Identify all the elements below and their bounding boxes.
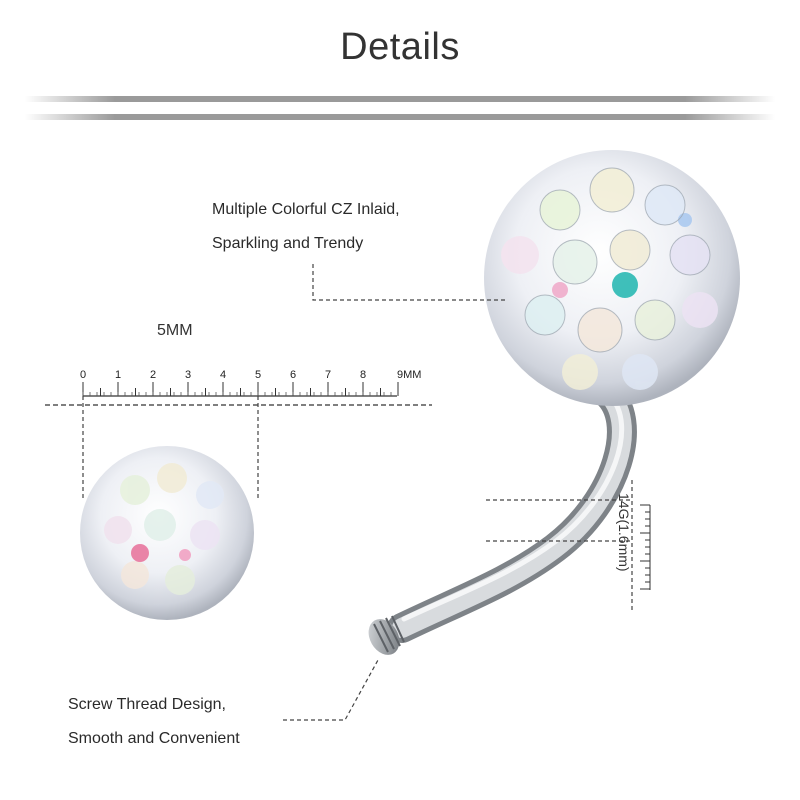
ruler-number: 0 xyxy=(80,369,86,381)
barbell-bar xyxy=(387,377,637,643)
ruler-number: 8 xyxy=(360,369,366,381)
top-divider-bar xyxy=(25,96,775,102)
large-crystal-ball xyxy=(484,150,740,406)
page-title: Details xyxy=(340,26,460,68)
ruler-number: 4 xyxy=(220,369,226,381)
ruler-ticks xyxy=(82,382,399,396)
ruler-number: 3 xyxy=(185,369,191,381)
bottom-divider-bar xyxy=(25,114,775,120)
thread-callout-line1: Screw Thread Design, xyxy=(68,696,226,713)
ruler-end-label: 9MM xyxy=(397,369,421,381)
ruler-number: 5 xyxy=(255,369,261,381)
small-crystal-ball xyxy=(80,446,254,620)
ruler-number: 1 xyxy=(115,369,121,381)
thread-leader-line xyxy=(283,659,379,721)
ruler-numbers: 0 1 2 3 4 5 6 7 8 xyxy=(80,369,366,381)
crystal-leader-line xyxy=(312,264,508,301)
thread-callout: Screw Thread Design, Smooth and Convenie… xyxy=(68,688,240,756)
ruler-number: 7 xyxy=(325,369,331,381)
ruler-number: 6 xyxy=(290,369,296,381)
screw-thread-tip xyxy=(368,615,405,655)
crystal-callout-line1: Multiple Colorful CZ Inlaid, xyxy=(212,201,400,218)
ruler: 0 1 2 3 4 5 6 7 8 9MM xyxy=(45,369,432,406)
thread-callout-line2: Smooth and Convenient xyxy=(68,730,240,747)
ball-size-label: 5MM xyxy=(157,322,193,339)
crystal-callout-line2: Sparkling and Trendy xyxy=(212,235,364,252)
gauge-ruler xyxy=(640,504,651,590)
crystal-callout: Multiple Colorful CZ Inlaid, Sparkling a… xyxy=(212,193,400,261)
ruler-number: 2 xyxy=(150,369,156,381)
